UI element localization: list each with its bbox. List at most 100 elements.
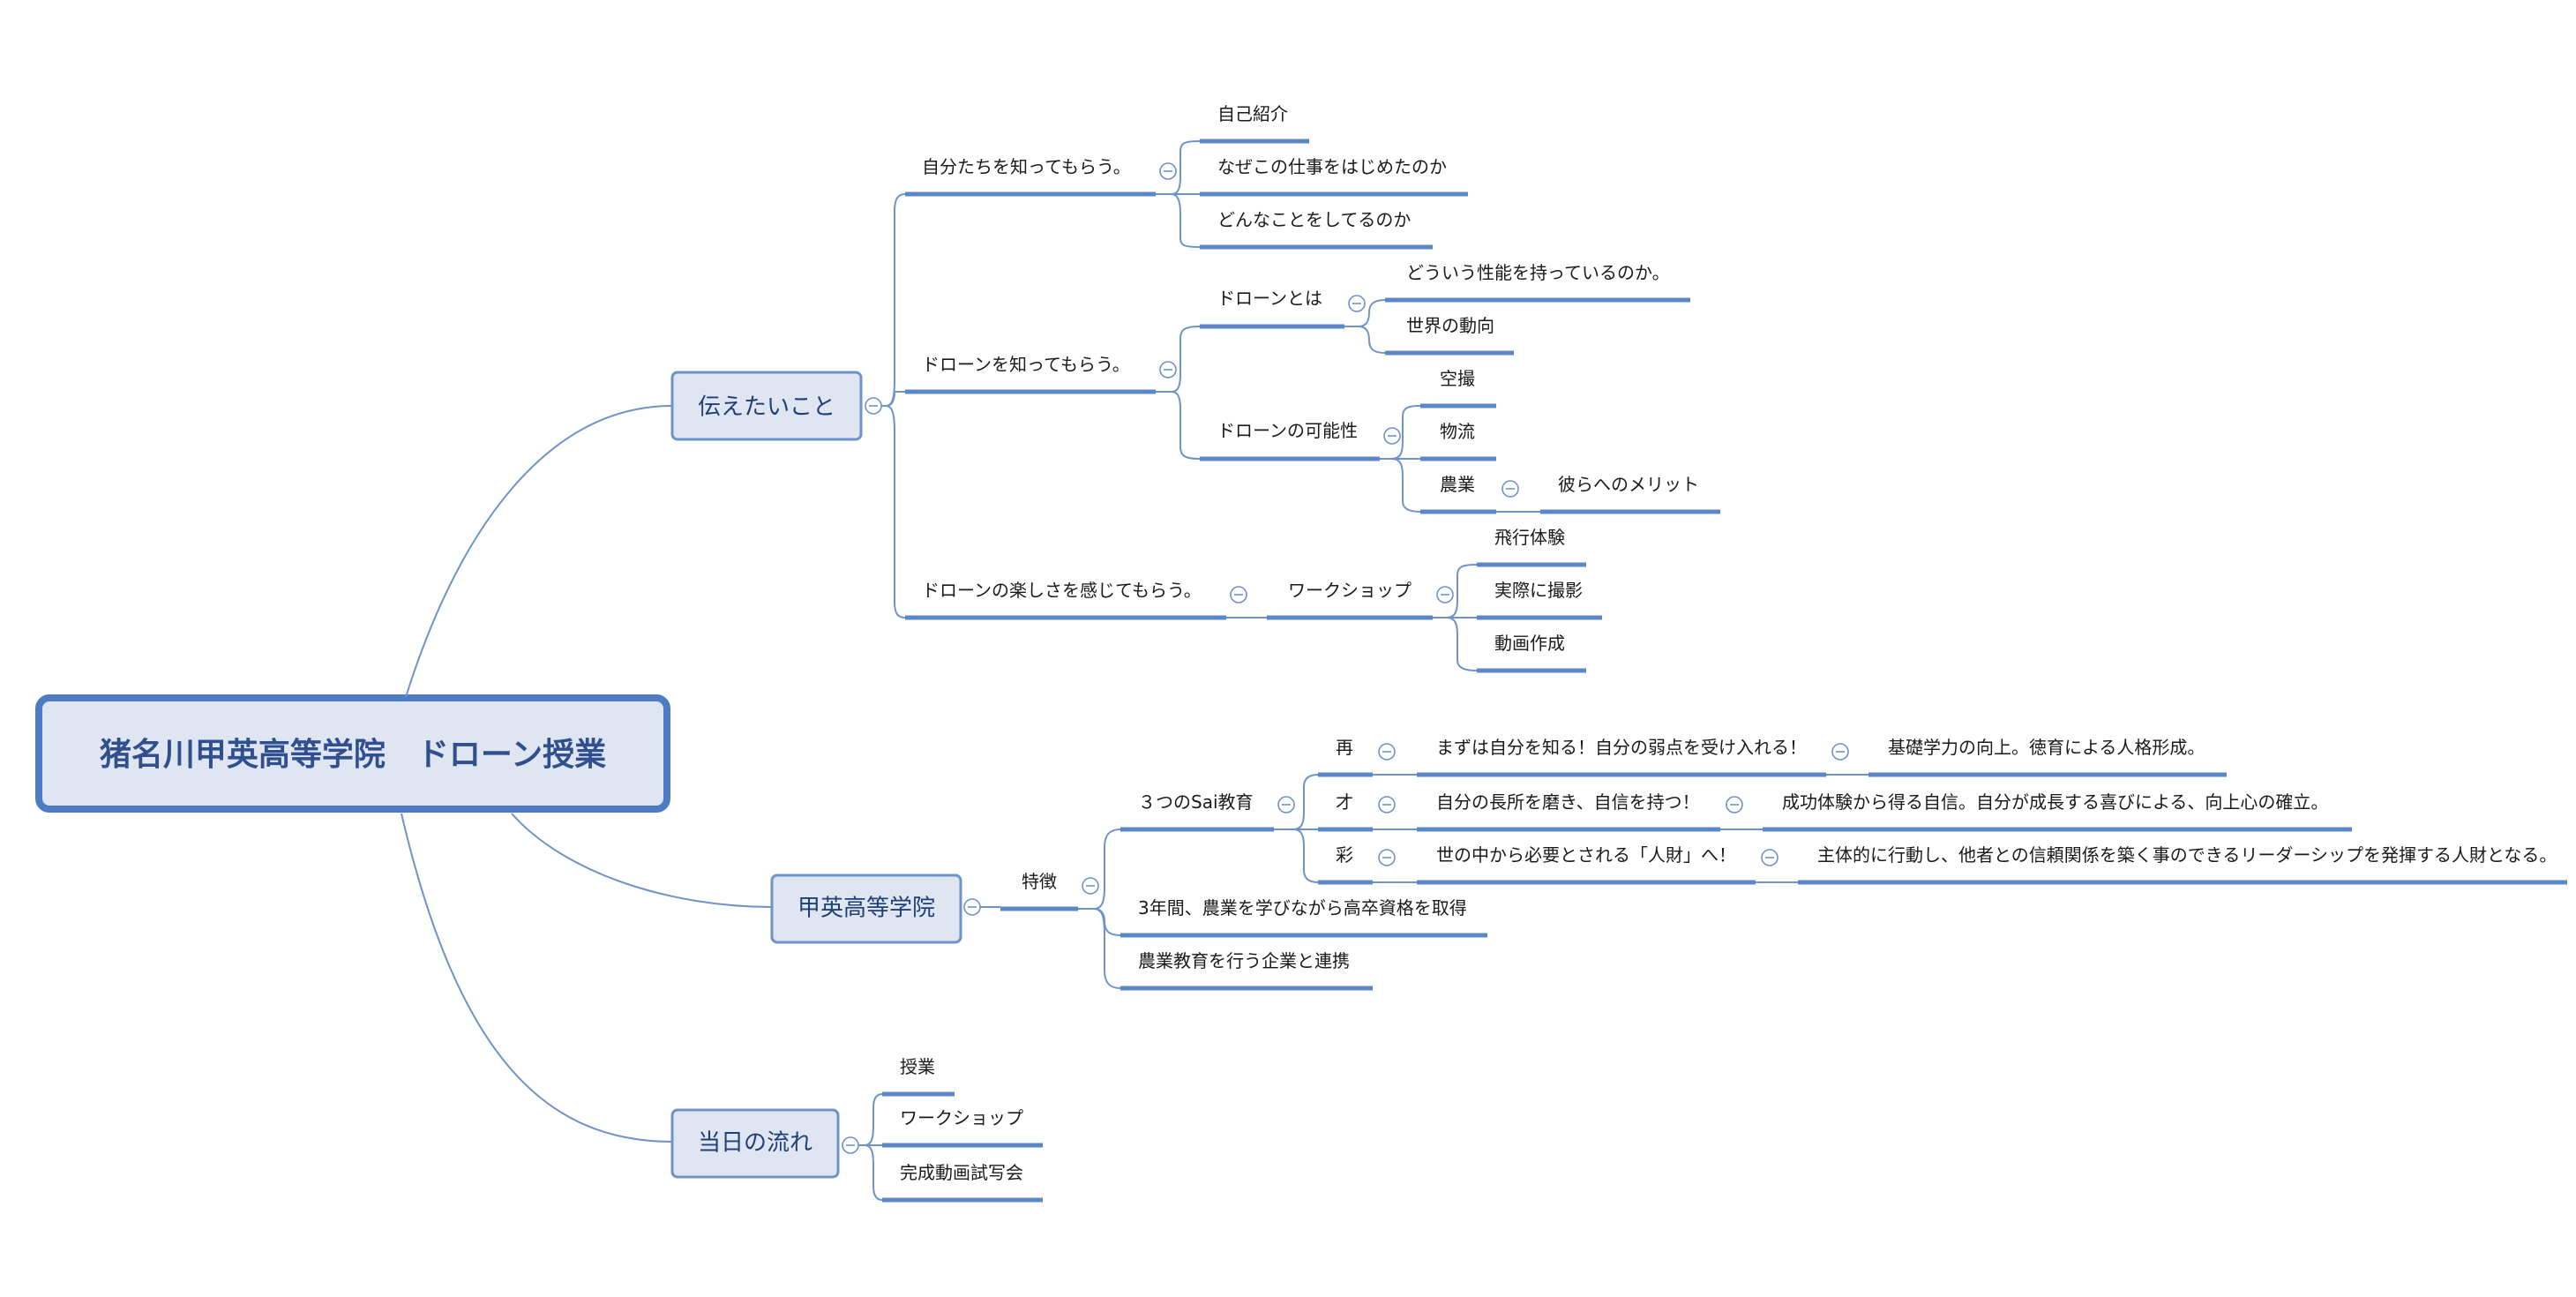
leaf-label: 授業 — [900, 1056, 935, 1077]
branch-flow-label: 当日の流れ — [698, 1130, 812, 1157]
sai-row-1-char[interactable]: 才 — [1318, 791, 1373, 832]
collapse-toggle-workshop[interactable] — [1436, 586, 1454, 604]
edge-poss-1 — [1380, 405, 1421, 460]
leaf-possibility-1[interactable]: 物流 — [1420, 421, 1496, 461]
branch-box — [670, 371, 863, 441]
branch-koei[interactable]: 甲英高等学院 — [770, 873, 962, 944]
edge-root-tsutaetai — [405, 405, 673, 698]
collapse-toggle-agri[interactable] — [1501, 480, 1519, 498]
edge-ws-1 — [1433, 564, 1478, 619]
collapse-toggle-koei[interactable] — [963, 898, 981, 916]
leaf-feature-0[interactable]: 3年間、農業を学びながら高卒資格を取得 — [1120, 897, 1487, 938]
collapse-toggle-sai-2[interactable] — [1378, 849, 1396, 866]
node-drone-fun-label: ドローンの楽しさを感じてもらう。 — [922, 580, 1202, 601]
collapse-toggle-drone-what[interactable] — [1348, 295, 1366, 312]
leaf-flow-2[interactable]: 完成動画試写会 — [882, 1162, 1043, 1203]
collapse-toggle-flow[interactable] — [842, 1136, 859, 1154]
node-self-intro-label: 自分たちを知ってもらう。 — [922, 156, 1131, 177]
leaf-workshop-1[interactable]: 実際に撮影 — [1477, 580, 1602, 620]
collapse-toggle-feature[interactable] — [1082, 877, 1099, 895]
sai-row-0-char[interactable]: 再 — [1318, 737, 1373, 777]
collapse-toggle-drone-know[interactable] — [1159, 361, 1177, 379]
leaf-label: 才 — [1336, 791, 1353, 813]
leaf-self-intro-1[interactable]: なぜこの仕事をはじめたのか — [1200, 156, 1468, 197]
leaf-label: どんなことをしてるのか — [1217, 209, 1411, 230]
edge-selfintro-3 — [1171, 193, 1201, 248]
collapse-toggle-sai-0-goal[interactable] — [1831, 743, 1849, 761]
leaf-feature-1[interactable]: 農業教育を行う企業と連携 — [1120, 950, 1373, 991]
collapse-toggle-sai-1-goal[interactable] — [1726, 796, 1743, 813]
node-workshop-label: ワークショップ — [1288, 580, 1412, 601]
leaf-flow-0[interactable]: 授業 — [882, 1056, 955, 1097]
edge-flow-2 — [864, 1144, 883, 1201]
collapse-toggle-sai-0[interactable] — [1378, 743, 1396, 761]
root-title: 猪名川甲英高等学院 ドローン授業 — [100, 736, 606, 773]
leaf-drone-what-1[interactable]: 世界の動向 — [1385, 315, 1514, 356]
edge-root-flow — [401, 813, 673, 1143]
edge-droneknow-what — [1156, 326, 1201, 393]
collapse-toggle-tsutaetai[interactable] — [865, 397, 882, 415]
leaf-possibility-0[interactable]: 空撮 — [1420, 368, 1496, 409]
leaf-drone-what-0[interactable]: どういう性能を持っているのか。 — [1385, 262, 1690, 303]
sai-row-0-result[interactable]: 基礎学力の向上。徳育による人格形成。 — [1868, 737, 2227, 777]
leaf-label: 完成動画試写会 — [900, 1162, 1023, 1183]
leaf-label: 自己紹介 — [1217, 103, 1288, 124]
branch-tsutaetai[interactable]: 伝えたいこと — [670, 371, 863, 441]
node-drone-fun[interactable]: ドローンの楽しさを感じてもらう。 — [905, 580, 1226, 620]
leaf-agri-merit[interactable]: 彼らへのメリット — [1540, 474, 1720, 514]
collapse-toggle-sai[interactable] — [1277, 796, 1295, 813]
sai-row-2-result[interactable]: 主体的に行動し、他者との信頼関係を築く事のできるリーダーシップを発揮する人財とな… — [1798, 844, 2567, 885]
branch-flow[interactable]: 当日の流れ — [670, 1108, 840, 1179]
leaf-label: 彼らへのメリット — [1558, 474, 1699, 495]
leaf-label: 飛行体験 — [1494, 527, 1565, 548]
leaf-label: まずは自分を知る！自分の弱点を受け入れる！ — [1436, 737, 1807, 758]
collapse-toggle-sai-1[interactable] — [1378, 796, 1396, 813]
edge-feature-item-0 — [1093, 908, 1121, 936]
node-drone-what-label: ドローンとは — [1217, 288, 1322, 309]
leaf-label: 動画作成 — [1494, 633, 1565, 654]
edge-root-koei — [511, 813, 773, 908]
node-feature-label: 特徴 — [1022, 871, 1057, 892]
sai-row-0-goal[interactable]: まずは自分を知る！自分の弱点を受け入れる！ — [1417, 737, 1826, 777]
node-self-intro[interactable]: 自分たちを知ってもらう。 — [905, 156, 1156, 197]
edge-droneknow-possibility — [1171, 391, 1201, 460]
leaf-flow-1[interactable]: ワークショップ — [882, 1107, 1043, 1148]
node-feature[interactable]: 特徴 — [1000, 871, 1078, 911]
leaf-self-intro-0[interactable]: 自己紹介 — [1200, 103, 1309, 144]
leaf-label: 空撮 — [1440, 368, 1475, 389]
root-node[interactable]: 猪名川甲英高等学院 ドローン授業 — [35, 694, 670, 813]
leaf-workshop-2[interactable]: 動画作成 — [1477, 633, 1586, 673]
sai-row-2-goal[interactable]: 世の中から必要とされる「人財」へ！ — [1417, 844, 1756, 885]
collapse-toggle-sai-2-goal[interactable] — [1761, 849, 1778, 866]
branch-box — [770, 873, 962, 944]
node-sai[interactable]: ３つのSai教育 — [1120, 791, 1274, 832]
collapse-toggle-drone-fun[interactable] — [1230, 586, 1247, 604]
sai-row-1-result[interactable]: 成功体験から得る自信。自分が成長する喜びによる、向上心の確立。 — [1763, 791, 2352, 832]
leaf-label: 彩 — [1336, 844, 1353, 866]
leaf-label: 農業 — [1440, 474, 1475, 495]
node-drone-possibility[interactable]: ドローンの可能性 — [1200, 420, 1380, 461]
edge-flow-0 — [858, 1093, 883, 1146]
leaf-possibility-2[interactable]: 農業 — [1420, 474, 1496, 514]
node-drone-what[interactable]: ドローンとは — [1200, 288, 1344, 329]
leaf-label: 世界の動向 — [1406, 315, 1494, 336]
sai-row-2-char[interactable]: 彩 — [1318, 844, 1373, 885]
leaf-label: なぜこの仕事をはじめたのか — [1217, 156, 1447, 177]
leaf-self-intro-2[interactable]: どんなことをしてるのか — [1200, 209, 1433, 250]
edge-ws-3 — [1446, 617, 1478, 671]
branch-tsutaetai-label: 伝えたいこと — [698, 394, 835, 421]
leaf-label: 主体的に行動し、他者との信頼関係を築く事のできるリーダーシップを発揮する人財とな… — [1817, 844, 2557, 866]
collapse-toggle-self-intro[interactable] — [1159, 162, 1177, 180]
edge-what-2 — [1358, 326, 1386, 354]
leaf-workshop-0[interactable]: 飛行体験 — [1477, 527, 1586, 567]
node-workshop[interactable]: ワークショップ — [1267, 580, 1433, 620]
node-drone-know-label: ドローンを知ってもらう。 — [922, 354, 1130, 375]
node-drone-know[interactable]: ドローンを知ってもらう。 — [905, 354, 1156, 394]
sai-row-1-goal[interactable]: 自分の長所を磨き、自信を持つ！ — [1417, 791, 1720, 832]
edge-sai-2 — [1292, 828, 1319, 883]
node-sai-label: ３つのSai教育 — [1138, 791, 1254, 813]
leaf-label: 3年間、農業を学びながら高卒資格を取得 — [1138, 897, 1467, 918]
collapse-toggle-drone-possibility[interactable] — [1383, 427, 1401, 445]
